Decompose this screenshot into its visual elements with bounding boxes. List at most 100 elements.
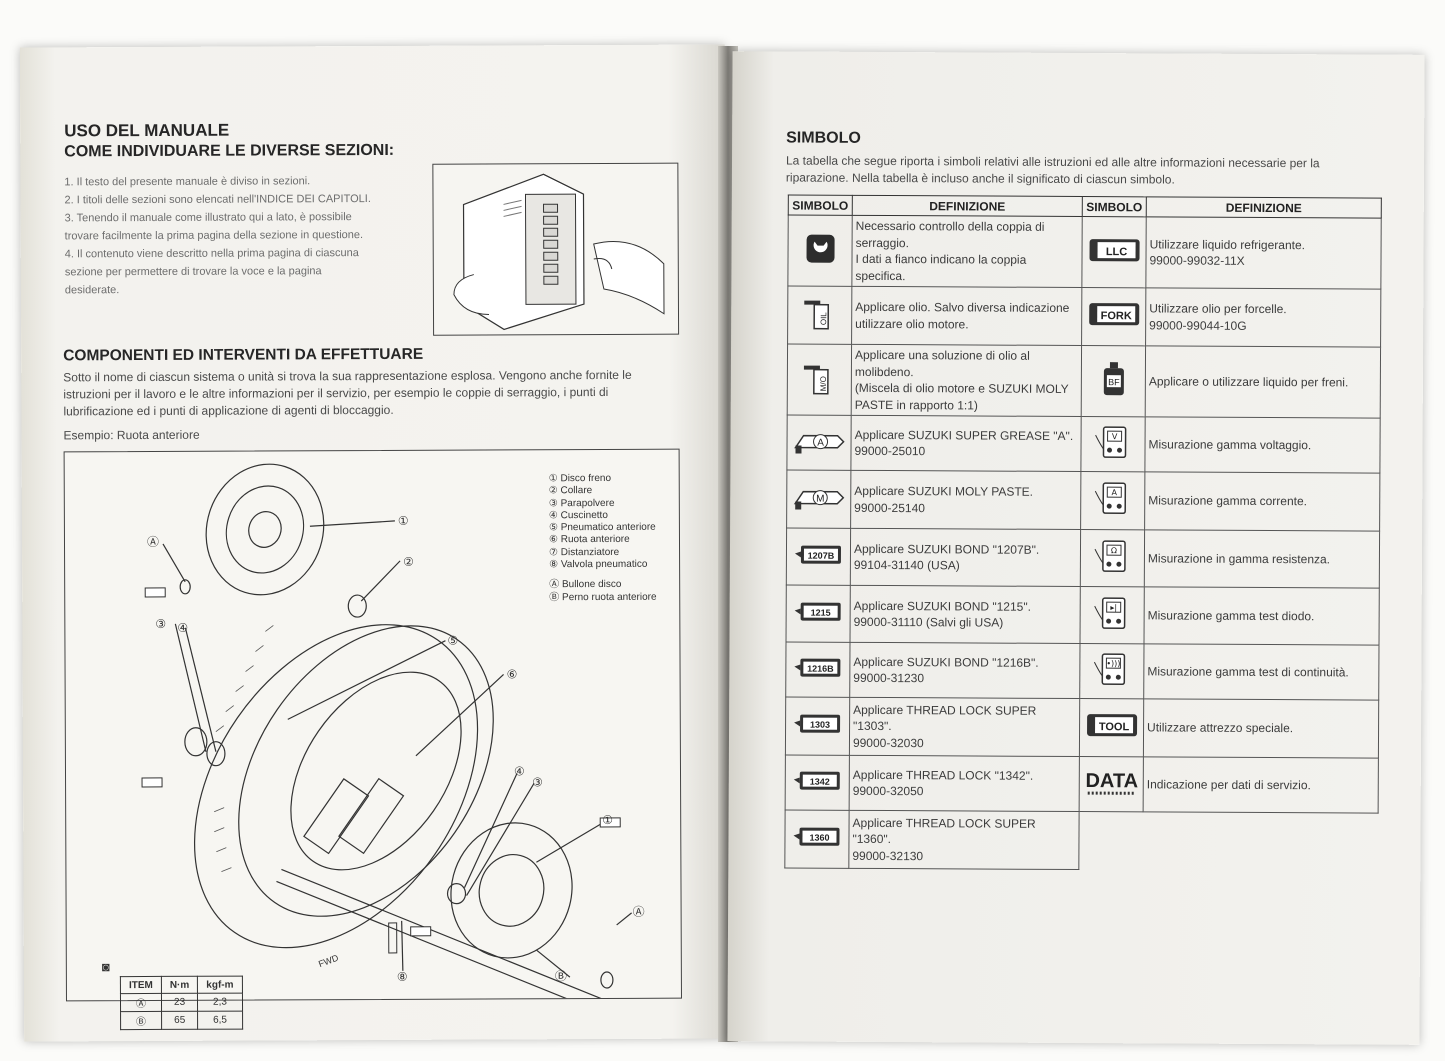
page-title: USO DEL MANUALE xyxy=(64,120,230,141)
svg-text:M/O: M/O xyxy=(818,376,827,391)
legend-item: ⑥ Ruota anteriore xyxy=(548,534,630,546)
symbol-cell: 1216B xyxy=(785,641,851,698)
torque-cell: 65 xyxy=(161,1011,198,1030)
definition-cell: Utilizzare liquido refrigerante. 99000-9… xyxy=(1145,216,1382,290)
bond-1207b-icon: 1207B xyxy=(792,539,844,574)
torque-wrench-icon: ◙ xyxy=(101,959,110,975)
svg-text:1360: 1360 xyxy=(809,833,829,843)
definition-cell: Misurazione in gamma resistenza. xyxy=(1144,529,1380,589)
legend-item: ④ Cuscinetto xyxy=(548,509,608,522)
section-description: Sotto il nome di ciascun sistema o unità… xyxy=(63,367,683,421)
definition-cell: Applicare THREAD LOCK SUPER "1360". 9900… xyxy=(848,810,1080,870)
definition-cell: Utilizzare attrezzo speciale. xyxy=(1143,698,1379,759)
definition-cell: Applicare SUZUKI MOLY PASTE. 99000-25140 xyxy=(850,470,1081,530)
table-row: OIL Applicare olio. Salvo diversa indicaz… xyxy=(787,285,1381,348)
callout-1: ① xyxy=(398,514,409,528)
legend-item: ② Collare xyxy=(548,485,593,497)
callout-4b: ④ xyxy=(514,764,525,778)
definition-cell: Applicare SUZUKI BOND "1216B". 99000-312… xyxy=(849,642,1080,699)
continuity-icon: •))) xyxy=(1092,652,1132,691)
thread-lock-1360-icon: 1360 xyxy=(791,822,843,857)
callout-1b: ① xyxy=(602,813,613,827)
symbol-cell: V xyxy=(1080,416,1146,472)
definition-cell: Necessario controllo della coppia di ser… xyxy=(851,215,1083,288)
table-row: Ⓐ 23 2,3 xyxy=(120,993,243,1012)
legend-item: ⑦ Distanziatore xyxy=(549,546,620,559)
grease-gun-a-icon: A xyxy=(793,425,845,460)
svg-text:DATA: DATA xyxy=(1085,770,1138,792)
symbol-cell: TOOL xyxy=(1079,698,1144,757)
steps-list: 1. Il testo del presente manuale è divis… xyxy=(64,172,415,300)
exploded-wheel-diagram: FWD ① ② ⑤ ⑥ ③ ④ ④ ③ ① Ⓐ Ⓐ Ⓑ ⑧ xyxy=(63,448,682,1016)
callout-4: ④ xyxy=(177,621,188,635)
bond-1215-icon: 1215 xyxy=(792,596,844,631)
symbol-cell: LLC xyxy=(1081,216,1147,288)
step-line: 4. Il contenuto viene descritto nella pr… xyxy=(64,247,359,261)
symbol-cell: 1207B xyxy=(786,527,851,586)
grease-gun-m-icon: M xyxy=(793,482,845,517)
section-title: COMPONENTI ED INTERVENTI DA EFFETTUARE xyxy=(63,345,424,365)
svg-text:1216B: 1216B xyxy=(807,663,834,673)
callout-a2: Ⓐ xyxy=(633,905,645,919)
right-page: SIMBOLO La tabella che segue riporta i s… xyxy=(727,51,1425,1045)
description-line: lubrificazione ed i punti di applicazion… xyxy=(63,402,394,419)
svg-text:Ω: Ω xyxy=(1110,546,1116,555)
table-row: 1303 Applicare THREAD LOCK SUPER "1303". … xyxy=(785,696,1379,759)
definition-cell: Applicare SUZUKI SUPER GREASE "A". 99000… xyxy=(850,415,1082,472)
diode-test-icon: ▸| xyxy=(1092,596,1132,635)
col-header-definition: DEFINIZIONE xyxy=(1146,196,1382,219)
definition-cell: Applicare THREAD LOCK SUPER "1303". 9900… xyxy=(849,697,1080,757)
symbol-cell: 1342 xyxy=(785,754,850,811)
torque-cell: 6,5 xyxy=(197,1011,243,1030)
torque-cell: Ⓑ xyxy=(120,1011,162,1030)
torque-table: ITEM N·m kgf-m Ⓐ 23 2,3 Ⓑ 65 6,5 xyxy=(120,976,243,1031)
svg-text:TOOL: TOOL xyxy=(1098,721,1129,733)
svg-text:•))): •))) xyxy=(1106,659,1120,668)
definition-cell: Misurazione gamma corrente. xyxy=(1144,471,1380,532)
example-label: Esempio: Ruota anteriore xyxy=(63,427,200,443)
manual-handling-illustration xyxy=(432,162,680,336)
svg-text:BF: BF xyxy=(1108,377,1120,387)
left-page: USO DEL MANUALE COME INDIVIDUARE LE DIVE… xyxy=(19,44,730,1042)
symbol-cell: ▸| xyxy=(1079,586,1145,644)
definition-cell: Applicare THREAD LOCK "1342". 99000-3205… xyxy=(849,755,1080,812)
description-line: istruzioni per il lavoro e le altre info… xyxy=(63,384,609,402)
svg-text:OIL: OIL xyxy=(819,312,828,325)
table-row: Ⓑ 65 6,5 xyxy=(120,1011,243,1030)
thread-lock-1303-icon: 1303 xyxy=(791,709,843,744)
svg-text:LLC: LLC xyxy=(1105,246,1127,258)
definition-cell: Utilizzare olio per forcelle. 99000-9904… xyxy=(1145,287,1381,348)
moly-oil-icon: M/O xyxy=(799,357,839,402)
ammeter-icon: A xyxy=(1093,481,1133,520)
torque-cell: 23 xyxy=(161,993,198,1012)
torque-header: N·m xyxy=(161,976,198,994)
tool-icon: TOOL xyxy=(1084,711,1138,744)
symbol-cell: FORK xyxy=(1081,287,1146,346)
legend-item: Ⓐ Bullone disco xyxy=(549,579,622,591)
empty-cell xyxy=(1078,811,1379,872)
step-line: desiderate. xyxy=(64,284,120,297)
definition-cell: Applicare olio. Salvo diversa indicazion… xyxy=(851,286,1082,346)
intro-text: La tabella che segue riporta i simboli r… xyxy=(786,152,1386,189)
legend-item: ① Disco freno xyxy=(548,472,612,485)
svg-text:1303: 1303 xyxy=(810,720,830,730)
svg-text:1207B: 1207B xyxy=(807,550,834,560)
symbol-cell: A xyxy=(1080,471,1145,530)
voltmeter-icon: V xyxy=(1093,425,1133,464)
step-line: 1. Il testo del presente manuale è divis… xyxy=(64,175,311,189)
svg-text:▸|: ▸| xyxy=(1110,603,1117,612)
svg-text:FORK: FORK xyxy=(1100,310,1131,322)
definition-cell: Indicazione per dati di servizio. xyxy=(1143,756,1379,814)
torque-cell: Ⓐ xyxy=(120,993,162,1012)
table-row: 1360 Applicare THREAD LOCK SUPER "1360". … xyxy=(784,809,1379,872)
page-title: SIMBOLO xyxy=(786,129,861,147)
definition-cell: Applicare o utilizzare liquido per freni… xyxy=(1145,345,1381,419)
callout-a: Ⓐ xyxy=(147,535,159,549)
fork-oil-icon: FORK xyxy=(1087,300,1141,333)
legend-item: Ⓑ Perno ruota anteriore xyxy=(549,591,657,603)
definition-cell: Misurazione gamma test diodo. xyxy=(1143,586,1380,646)
